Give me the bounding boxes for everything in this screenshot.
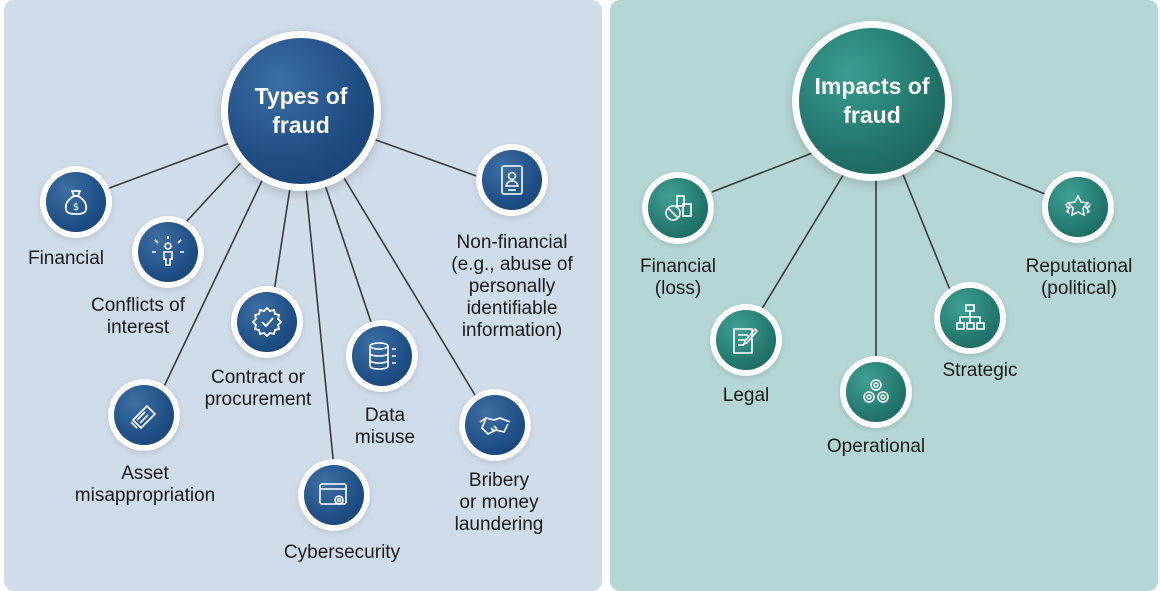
financial-loss-label: Financial (loss)	[639, 256, 717, 299]
types-of-fraud-hub: Types of fraud	[228, 38, 374, 184]
stars-icon	[1048, 177, 1108, 237]
org-chart-icon	[940, 288, 1000, 348]
hub-title-line1: Impacts of	[814, 73, 930, 99]
handshake-icon	[465, 395, 525, 455]
financial-label: Financial	[27, 248, 105, 269]
connector-financial	[103, 139, 239, 191]
data-misuse-label: Data misuse	[354, 405, 416, 448]
connector-conflicts	[185, 154, 249, 223]
impacts-of-fraud-hub: Impacts of fraud	[799, 28, 945, 174]
bribery-label: Bribery or money laundering	[454, 470, 544, 535]
connector-non-financial	[361, 134, 483, 179]
document-pen-icon	[716, 310, 776, 370]
id-card-icon	[482, 150, 542, 210]
connector-financial-loss	[711, 149, 821, 193]
operational-label: Operational	[826, 436, 926, 457]
strategic-label: Strategic	[942, 360, 1018, 381]
connector-bribery	[337, 167, 479, 401]
connector-data-misuse	[321, 175, 372, 323]
conflicts-of-interest-label: Conflicts of interest	[91, 295, 185, 338]
coins-icon	[648, 178, 708, 238]
connector-strategic	[901, 171, 951, 291]
hub-title-line2: fraud	[272, 112, 330, 138]
connector-contract	[273, 174, 293, 293]
hub-title-line1: Types of	[254, 83, 348, 109]
legal-label: Legal	[722, 385, 770, 406]
badge-check-icon	[237, 292, 297, 352]
money-bag-icon: $	[46, 172, 106, 232]
connector-asset	[159, 167, 269, 396]
svg-text:$: $	[73, 202, 79, 213]
connector-legal	[759, 171, 846, 313]
asset-misappropriation-label: Asset misappropriation	[74, 463, 216, 506]
cash-register-icon	[114, 385, 174, 445]
database-icon	[352, 326, 412, 386]
non-financial-label: Non-financial (e.g., abuse of personally…	[451, 232, 573, 341]
hub-title-line2: fraud	[843, 102, 901, 128]
person-arrows-icon	[138, 222, 198, 282]
contract-or-procurement-label: Contract or procurement	[204, 367, 312, 410]
browser-gear-icon	[304, 465, 364, 525]
connector-reputational	[929, 147, 1051, 197]
connector-cybersecurity	[304, 177, 335, 469]
gears-icon	[846, 362, 906, 422]
cybersecurity-label: Cybersecurity	[283, 542, 401, 563]
reputational-label: Reputational (political)	[1025, 256, 1133, 299]
